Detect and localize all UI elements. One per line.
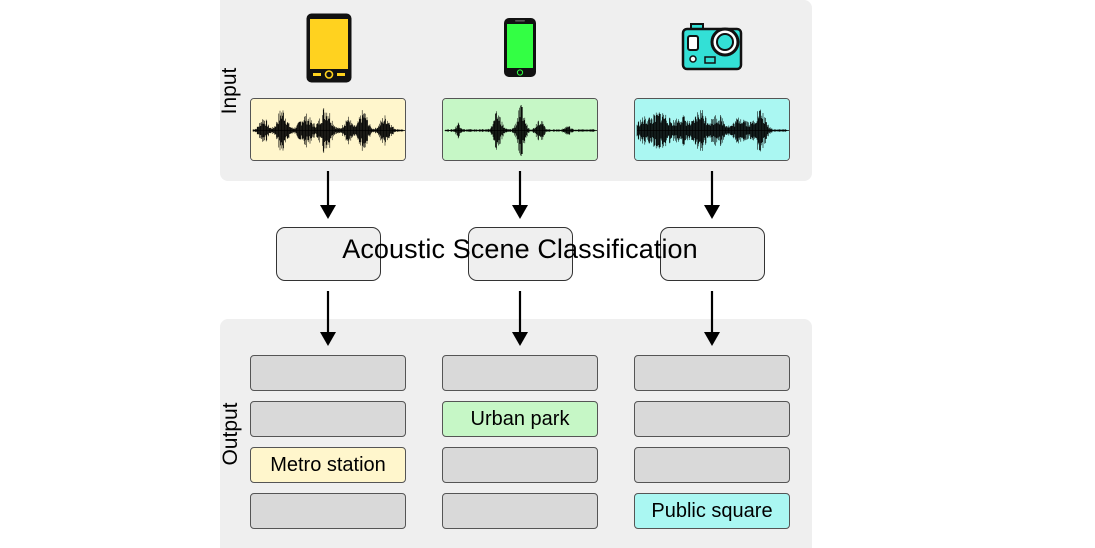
output-cell-3-1 [634,355,790,391]
arrowhead-input-1 [320,205,336,219]
output-cell-3-2 [634,401,790,437]
arrowhead-output-3 [704,332,720,346]
arrowhead-output-2 [512,332,528,346]
output-cell-1-1 [250,355,406,391]
output-cell-1-2 [250,401,406,437]
arrowhead-input-3 [704,205,720,219]
output-cell-2-4 [442,493,598,529]
output-cell-2-3 [442,447,598,483]
output-cell-3-4: Public square [634,493,790,529]
output-cell-2-1 [442,355,598,391]
classifier-box-1 [276,227,381,281]
arrowhead-output-1 [320,332,336,346]
output-cell-1-3: Metro station [250,447,406,483]
classifier-box-3 [660,227,765,281]
arrowhead-input-2 [512,205,528,219]
classifier-label: Acoustic Scene Classification [342,234,698,264]
output-cell-3-3 [634,447,790,483]
waveform-3 [634,98,790,161]
tablet-icon [306,13,352,83]
smartphone-icon [504,18,536,77]
waveform-2 [442,98,598,161]
output-cell-2-2: Urban park [442,401,598,437]
waveform-1 [250,98,406,161]
classifier-box-2 [468,227,573,281]
output-cell-1-4 [250,493,406,529]
action-camera-icon [681,23,743,71]
